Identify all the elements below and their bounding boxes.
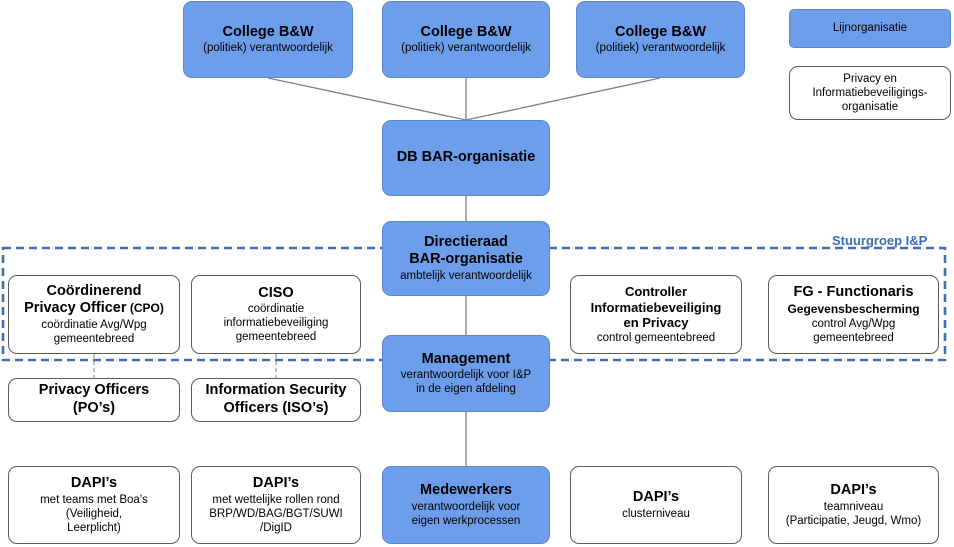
medewerkers-line-1: verantwoordelijk voor	[411, 500, 521, 513]
stuurgroep-label: Stuurgroep I&P	[832, 233, 928, 248]
dapi-cluster-box[interactable]: DAPI’s clusterniveau	[570, 466, 742, 544]
dapi-cluster-line-1: clusterniveau	[622, 507, 690, 520]
po-title-2: (PO’s)	[72, 400, 116, 416]
college-bw-box-1[interactable]: College B&W (politiek) verantwoordelijk	[183, 1, 353, 78]
directieraad-subtitle: ambtelijk verantwoordelijk	[400, 270, 532, 283]
controller-line-1: control gemeentebreed	[596, 332, 716, 345]
dapi-team-line-1: teamniveau	[823, 500, 884, 513]
cpo-title-2-abbr: (CPO)	[126, 301, 164, 316]
medewerkers-line-2: eigen werkprocessen	[411, 514, 521, 527]
db-bar-title: DB BAR-organisatie	[396, 149, 536, 166]
college-bw-box-2[interactable]: College B&W (politiek) verantwoordelijk	[382, 1, 550, 78]
fg-title-2: Gegevensbescherming	[787, 302, 920, 317]
management-title: Management	[421, 350, 511, 367]
legend-line-organisation: Lijnorganisatie	[789, 9, 951, 48]
cpo-box[interactable]: Coördinerend Privacy Officer (CPO) coörd…	[8, 275, 180, 354]
fg-line-2: gemeentebreed	[813, 331, 894, 344]
fg-box[interactable]: FG - Functionaris Gegevensbescherming co…	[768, 275, 939, 354]
dapi-boa-title: DAPI’s	[70, 475, 118, 492]
ciso-line-2: informatiebeveiliging	[223, 317, 329, 330]
college-bw-subtitle: (politiek) verantwoordelijk	[203, 42, 333, 55]
college-bw-subtitle: (politiek) verantwoordelijk	[595, 42, 726, 55]
dapi-boa-line-1: met teams met Boa’s	[40, 493, 148, 506]
management-line-2: in de eigen afdeling	[416, 383, 516, 396]
dapi-team-title: DAPI’s	[830, 482, 877, 499]
cpo-title-2: Privacy Officer (CPO)	[24, 300, 164, 318]
dapi-wet-line-1: met wettelijke rollen rond	[212, 493, 340, 506]
cpo-line-2: gemeentebreed	[53, 333, 135, 346]
management-line-1: verantwoordelijk voor I&P	[400, 369, 532, 382]
controller-box[interactable]: Controller Informatiebeveiliging en Priv…	[570, 275, 742, 354]
directieraad-title-1: Directieraad	[424, 233, 508, 250]
directieraad-title-2: BAR-organisatie	[409, 251, 523, 268]
college-bw-title: College B&W	[420, 23, 512, 40]
ciso-title: CISO	[258, 284, 294, 301]
connector-cbw1-db	[267, 77, 467, 121]
dapi-wet-line-3: /DigID	[260, 521, 292, 534]
dapi-team-line-2: (Participatie, Jeugd, Wmo)	[785, 514, 922, 527]
legend-line-organisation-label: Lijnorganisatie	[832, 22, 908, 35]
college-bw-title: College B&W	[614, 23, 707, 40]
fg-title-1: FG - Functionaris	[793, 284, 914, 301]
cpo-title-1: Coördinerend	[46, 282, 142, 299]
dapi-boa-box[interactable]: DAPI’s met teams met Boa’s (Veiligheid, …	[8, 466, 180, 544]
po-box[interactable]: Privacy Officers (PO’s)	[8, 378, 180, 422]
dapi-cluster-title: DAPI’s	[632, 489, 680, 506]
iso-title-2: Officers (ISO’s)	[223, 400, 329, 416]
fg-line-1: control Avg/Wpg	[811, 317, 896, 330]
management-box[interactable]: Management verantwoordelijk voor I&P in …	[382, 335, 550, 412]
db-bar-box[interactable]: DB BAR-organisatie	[382, 120, 550, 196]
iso-title-1: Information Security	[205, 382, 347, 399]
controller-title-1: Controller	[624, 283, 688, 299]
dapi-boa-line-2: (Veiligheid,	[65, 507, 123, 520]
iso-box[interactable]: Information Security Officers (ISO’s)	[191, 378, 361, 422]
controller-title-2: Informatiebeveiliging	[590, 299, 722, 315]
ciso-line-3: gemeentebreed	[235, 331, 317, 344]
dapi-wet-title: DAPI’s	[252, 475, 300, 492]
connector-cbw3-db	[465, 77, 661, 121]
dapi-boa-line-3: Leerplicht)	[67, 521, 121, 534]
college-bw-title: College B&W	[222, 23, 314, 40]
controller-title-3: en Privacy	[623, 315, 689, 331]
college-bw-box-3[interactable]: College B&W (politiek) verantwoordelijk	[576, 1, 745, 78]
legend-privacy-organisation-label: Privacy en Informatiebeveiligings-organi…	[812, 72, 928, 113]
ciso-box[interactable]: CISO coördinatie informatiebeveiliging g…	[191, 275, 361, 354]
directieraad-box[interactable]: Directieraad BAR-organisatie ambtelijk v…	[382, 221, 550, 296]
medewerkers-title: Medewerkers	[420, 482, 512, 499]
cpo-title-2-main: Privacy Officer	[24, 300, 127, 317]
po-title-1: Privacy Officers	[38, 382, 150, 399]
dapi-team-box[interactable]: DAPI’s teamniveau (Participatie, Jeugd, …	[768, 466, 939, 544]
legend-privacy-organisation: Privacy en Informatiebeveiligings-organi…	[789, 66, 951, 120]
cpo-line-1: coördinatie Avg/Wpg	[41, 319, 147, 332]
medewerkers-box[interactable]: Medewerkers verantwoordelijk voor eigen …	[382, 466, 550, 544]
ciso-line-1: coördinatie	[247, 303, 305, 316]
dapi-wet-line-2: BRP/WD/BAG/BGT/SUWI	[209, 507, 343, 520]
college-bw-subtitle: (politiek) verantwoordelijk	[401, 42, 531, 55]
dapi-wet-box[interactable]: DAPI’s met wettelijke rollen rond BRP/WD…	[191, 466, 361, 544]
